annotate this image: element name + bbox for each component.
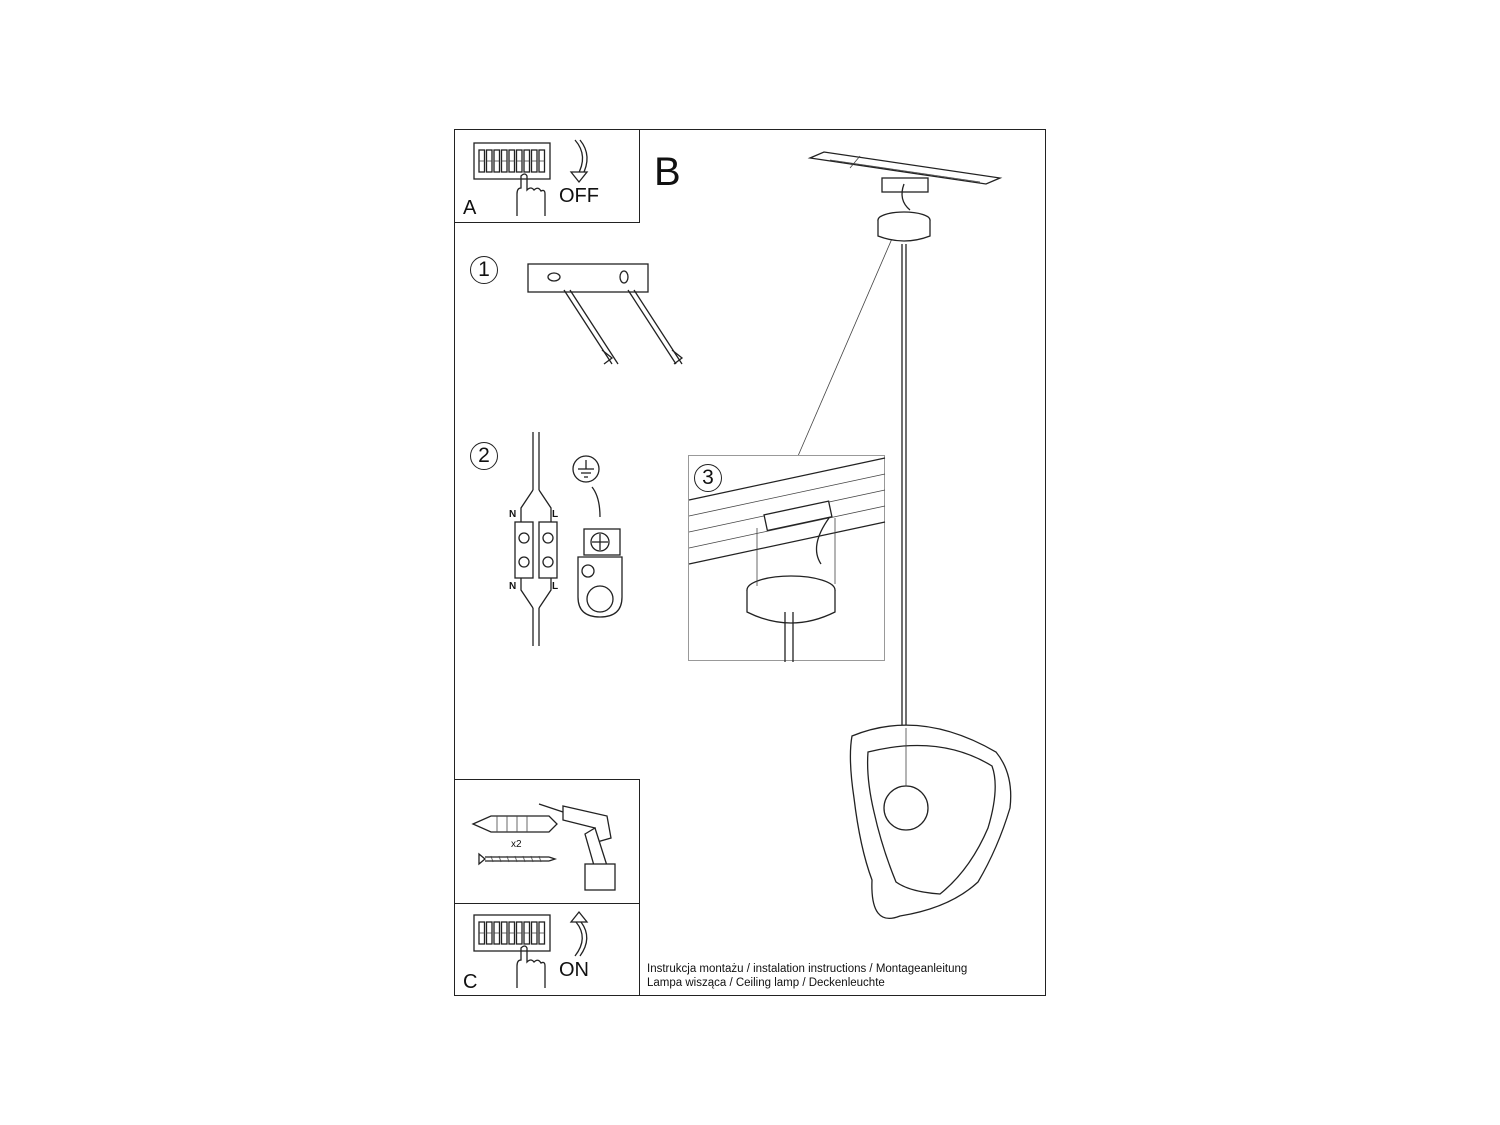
switch-on-label: ON [559,959,589,981]
step-2-marker: 2 [470,442,498,470]
pendant-lamp-drawing [807,151,1012,920]
curved-arrow-up-icon [569,910,589,957]
drill-icon [538,803,616,891]
breaker-panel-icon [473,142,551,180]
step-1-marker: 1 [470,256,498,284]
panel-a-power-off: OFF A [454,129,640,223]
panel-tools: x2 [454,779,640,905]
caption-line-2: Lampa wisząca / Ceiling lamp / Deckenleu… [647,977,885,989]
quantity-label: x2 [511,839,522,850]
step-3-detail-panel [688,455,886,662]
curved-arrow-down-icon [569,139,589,184]
instruction-sheet-frame [454,129,1046,996]
caption-line-1: Instrukcja montażu / instalation instruc… [647,963,968,975]
detail-connector-line [797,233,895,457]
ceiling-canopy-detail [688,457,886,662]
ground-symbol-icon [572,455,600,483]
wall-plug-icon [471,815,558,833]
hand-icon [516,945,546,988]
panel-b-letter: B [654,150,681,194]
step-3-marker: 3 [694,464,722,492]
panel-c-power-on: ON C [454,903,640,996]
switch-off-label: OFF [559,185,599,207]
mounting-bracket-diagram [527,263,684,365]
live-top-label: L [552,509,559,520]
neutral-bottom-label: N [509,581,517,592]
panel-a-letter: A [463,197,477,219]
panel-c-letter: C [463,971,478,993]
terminal-block-diagram [514,432,558,646]
breaker-panel-icon [473,914,551,952]
live-bottom-label: L [552,581,559,592]
hand-icon [516,173,546,216]
screw-icon [478,852,558,866]
neutral-top-label: N [509,509,517,520]
ground-terminal-diagram [577,486,623,618]
